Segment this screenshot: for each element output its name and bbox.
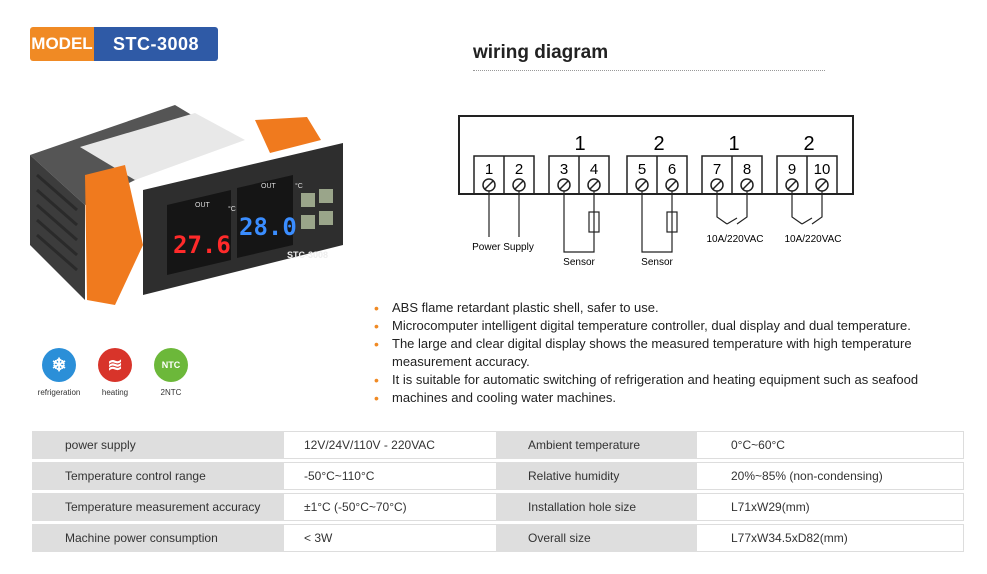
- spec-value: -50°C~110°C: [284, 462, 496, 490]
- caption-relay: 10A/220VAC: [784, 234, 841, 245]
- spec-value: < 3W: [284, 524, 496, 552]
- unit-right: °C: [295, 182, 303, 190]
- group-label: 2: [803, 133, 814, 155]
- terminal-number: 8: [743, 161, 751, 178]
- snowflake-icon: ❄: [42, 348, 76, 382]
- spec-label: Machine power consumption: [32, 524, 284, 552]
- terminal-number: 1: [485, 161, 493, 178]
- caption-sensor: Sensor: [641, 257, 673, 268]
- spec-value: L71xW29(mm): [697, 493, 964, 521]
- caption-power-supply: Power Supply: [472, 242, 534, 253]
- out-label-right: OUT: [261, 183, 277, 190]
- feature-caption: refrigeration: [37, 388, 81, 397]
- terminal-number: 7: [713, 161, 721, 178]
- feature-item: It is suitable for automatic switching o…: [372, 371, 972, 389]
- unit-left: °C: [228, 205, 236, 213]
- group-label: 2: [653, 133, 664, 155]
- ntc-icon: NTC: [154, 348, 188, 382]
- terminal-number: 4: [590, 161, 598, 178]
- specs-table: power supply 12V/24V/110V - 220VAC Ambie…: [32, 431, 964, 555]
- group-label: 1: [574, 133, 585, 155]
- spec-value: 20%~85% (non-condensing): [697, 462, 964, 490]
- terminal-number: 3: [560, 161, 568, 178]
- button-up: [301, 193, 315, 207]
- out-label-left: OUT: [195, 202, 211, 209]
- wiring-title: wiring diagram: [473, 42, 609, 63]
- spec-value: 0°C~60°C: [697, 431, 964, 459]
- display-left: 27.6: [173, 231, 231, 259]
- spec-value: ±1°C (-50°C~70°C): [284, 493, 496, 521]
- model-value: STC-3008: [94, 27, 218, 61]
- table-row: power supply 12V/24V/110V - 220VAC Ambie…: [32, 431, 964, 459]
- feature-item: machines and cooling water machines.: [372, 389, 972, 407]
- spec-label: Installation hole size: [496, 493, 697, 521]
- heat-icon: ≋: [98, 348, 132, 382]
- brand-label: STC-3008: [287, 250, 328, 260]
- feature-item: ABS flame retardant plastic shell, safer…: [372, 299, 972, 317]
- group-label: 1: [728, 133, 739, 155]
- terminal-number: 6: [668, 161, 676, 178]
- spec-value: 12V/24V/110V - 220VAC: [284, 431, 496, 459]
- wiring-diagram: 1 2 1 2 1 2 3 4 5 6 7 8 9 10: [458, 115, 854, 268]
- controller-housing: [458, 115, 854, 195]
- spec-label: Ambient temperature: [496, 431, 697, 459]
- mount-clip-left: [85, 165, 143, 305]
- feature-caption: 2NTC: [160, 388, 182, 397]
- terminal-number: 10: [814, 161, 831, 178]
- terminal-number: 5: [638, 161, 646, 178]
- title-underline: [473, 70, 825, 71]
- table-row: Machine power consumption < 3W Overall s…: [32, 524, 964, 552]
- feature-item: The large and clear digital display show…: [372, 335, 972, 371]
- feature-refrigeration: ❄ refrigeration: [24, 348, 94, 397]
- label-sticker: [80, 113, 245, 180]
- spec-label: Temperature control range: [32, 462, 284, 490]
- product-image: 27.6 28.0 OUT OUT °C °C STC-3008: [30, 105, 343, 305]
- mount-clip-right: [255, 117, 321, 153]
- feature-caption: heating: [101, 388, 129, 397]
- model-label: MODEL: [30, 27, 94, 61]
- feature-item: Microcomputer intelligent digital temper…: [372, 317, 972, 335]
- spec-label: Temperature measurement accuracy: [32, 493, 284, 521]
- model-badge: MODEL STC-3008: [30, 27, 218, 61]
- caption-sensor: Sensor: [563, 257, 595, 268]
- display-right: 28.0: [239, 213, 297, 241]
- spec-label: Overall size: [496, 524, 697, 552]
- spec-label: Relative humidity: [496, 462, 697, 490]
- button-set: [319, 189, 333, 203]
- button-mode: [319, 211, 333, 225]
- button-down: [301, 215, 315, 229]
- feature-heating: ≋ heating: [80, 348, 150, 397]
- feature-2ntc: NTC 2NTC: [136, 348, 206, 397]
- caption-relay: 10A/220VAC: [706, 234, 763, 245]
- table-row: Temperature measurement accuracy ±1°C (-…: [32, 493, 964, 521]
- spec-value: L77xW34.5xD82(mm): [697, 524, 964, 552]
- terminal-number: 9: [788, 161, 796, 178]
- terminal-number: 2: [515, 161, 523, 178]
- spec-label: power supply: [32, 431, 284, 459]
- feature-list: ABS flame retardant plastic shell, safer…: [372, 299, 972, 407]
- table-row: Temperature control range -50°C~110°C Re…: [32, 462, 964, 490]
